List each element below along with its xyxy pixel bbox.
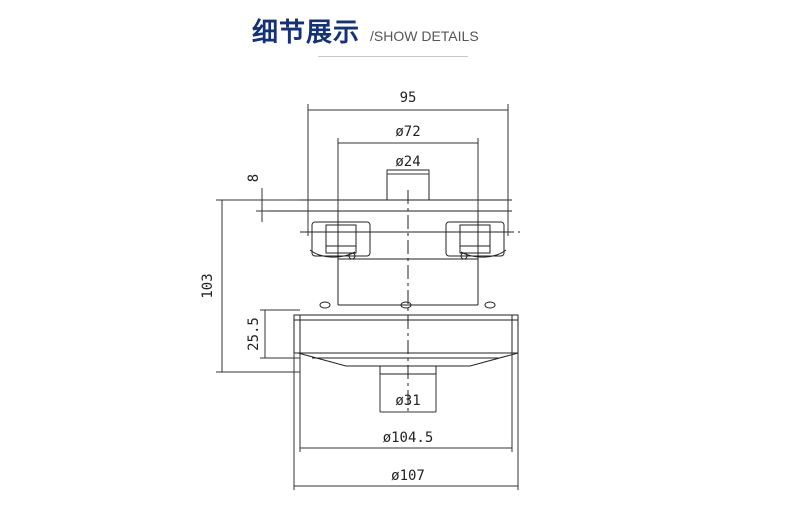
section-header: 细节展示 /SHOW DETAILS [252,10,479,50]
dim-housing-diameter: ø72 [395,124,420,140]
header-divider [318,56,468,57]
fan-cover [293,314,519,375]
section-title: 细节展示 [252,18,361,48]
dim-top-offset: 8 [246,174,262,182]
dim-shaft-diameter: ø24 [395,154,420,170]
left-brush-holder [309,221,371,260]
dim-total-height: 103 [200,273,216,298]
dim-overall-width: 95 [400,90,417,106]
motor-body [262,169,520,412]
dimension-lines [216,104,519,490]
dim-outlet-diameter: ø31 [395,393,420,409]
dim-fan-diameter: ø104.5 [383,430,434,446]
dim-outer-diameter: ø107 [391,468,425,484]
right-brush-holder [445,221,507,260]
dim-flange-height: 25.5 [246,317,262,351]
section-subtitle: /SHOW DETAILS [370,28,479,44]
